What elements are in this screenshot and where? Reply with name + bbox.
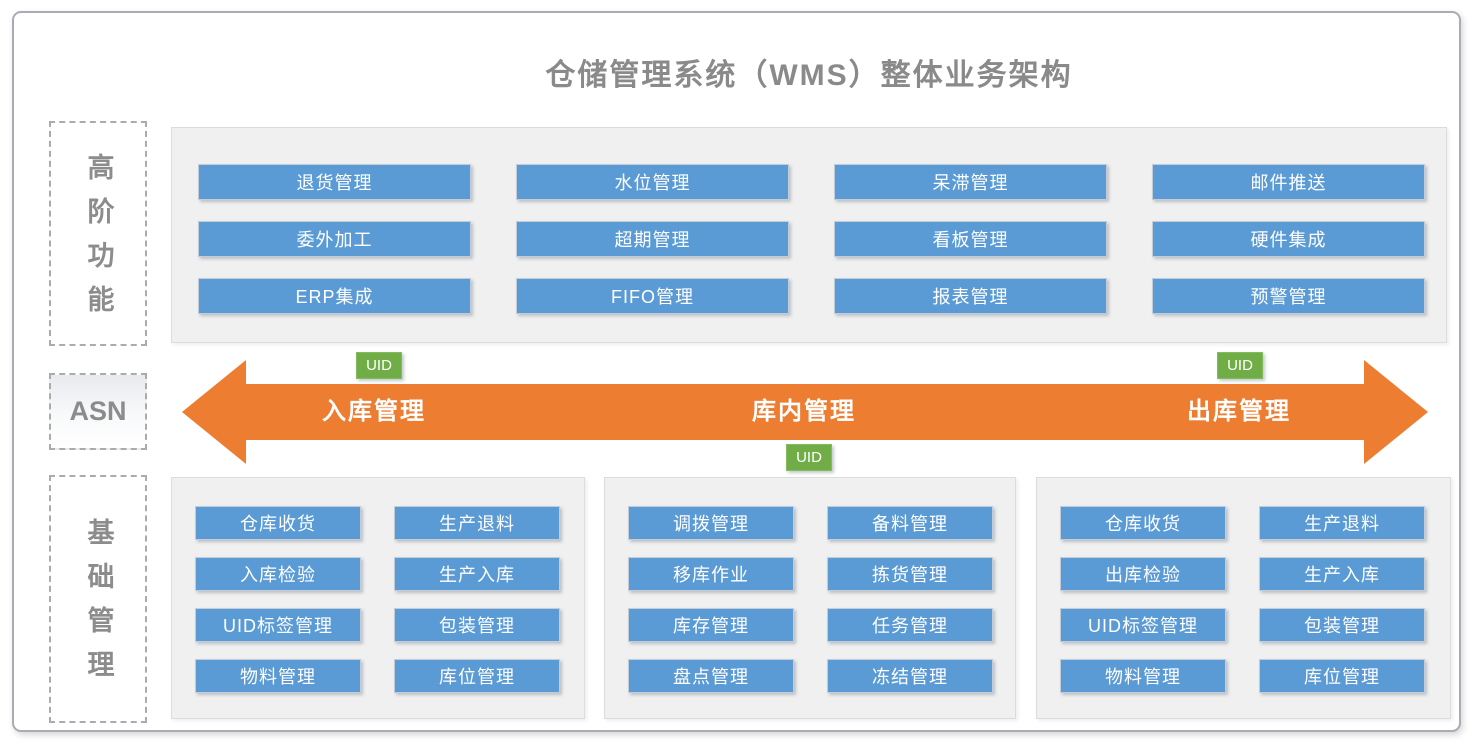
module-block: 冻结管理 bbox=[827, 659, 993, 693]
module-block: 任务管理 bbox=[827, 608, 993, 642]
module-block: 生产退料 bbox=[394, 506, 560, 540]
module-block: FIFO管理 bbox=[516, 278, 789, 314]
module-block: 邮件推送 bbox=[1152, 164, 1425, 200]
side-label-asn-text: ASN bbox=[69, 396, 127, 426]
module-block: 出库检验 bbox=[1060, 557, 1226, 591]
diagram-title: 仓储管理系统（WMS）整体业务架构 bbox=[545, 59, 1073, 92]
module-block: 仓库收货 bbox=[195, 506, 361, 540]
base-panel-outbound: 仓库收货 生产退料 出库检验 生产入库 UID标签管理 包装管理 物料管理 库位… bbox=[1036, 477, 1451, 719]
module-block: 报表管理 bbox=[834, 278, 1107, 314]
uid-badge: UID bbox=[1217, 352, 1263, 379]
module-block: 水位管理 bbox=[516, 164, 789, 200]
module-block: 盘点管理 bbox=[628, 659, 794, 693]
module-block: 生产退料 bbox=[1259, 506, 1425, 540]
module-block: 预警管理 bbox=[1152, 278, 1425, 314]
module-block: 看板管理 bbox=[834, 221, 1107, 257]
module-block: 包装管理 bbox=[1259, 608, 1425, 642]
module-block: 生产入库 bbox=[1259, 557, 1425, 591]
module-block: 仓库收货 bbox=[1060, 506, 1226, 540]
base-panel-inbound: 仓库收货 生产退料 入库检验 生产入库 UID标签管理 包装管理 物料管理 库位… bbox=[171, 477, 585, 719]
base-panel-in-warehouse: 调拨管理 备料管理 移库作业 拣货管理 库存管理 任务管理 盘点管理 冻结管理 bbox=[604, 477, 1016, 719]
module-block: UID标签管理 bbox=[1060, 608, 1226, 642]
module-block: 超期管理 bbox=[516, 221, 789, 257]
side-label-base-management: 基础管理 bbox=[49, 475, 147, 723]
side-label-advanced-functions-text: 高阶功能 bbox=[83, 152, 114, 329]
diagram-frame: 仓储管理系统（WMS）整体业务架构 高阶功能 ASN 基础管理 退货管理 水位管… bbox=[12, 11, 1461, 732]
module-block: ERP集成 bbox=[198, 278, 471, 314]
module-block: 包装管理 bbox=[394, 608, 560, 642]
advanced-functions-panel: 退货管理 水位管理 呆滞管理 邮件推送 委外加工 超期管理 看板管理 硬件集成 … bbox=[171, 127, 1447, 343]
module-block: 备料管理 bbox=[827, 506, 993, 540]
uid-badge: UID bbox=[356, 352, 402, 379]
module-block: 呆滞管理 bbox=[834, 164, 1107, 200]
uid-badge: UID bbox=[786, 444, 832, 471]
module-block: 退货管理 bbox=[198, 164, 471, 200]
module-block: 库位管理 bbox=[1259, 659, 1425, 693]
arrow-segment-outbound: 出库管理 bbox=[1187, 398, 1291, 425]
module-block: UID标签管理 bbox=[195, 608, 361, 642]
arrow-segment-inbound: 入库管理 bbox=[322, 398, 426, 425]
module-block: 库存管理 bbox=[628, 608, 794, 642]
side-label-base-management-text: 基础管理 bbox=[83, 518, 114, 694]
module-block: 硬件集成 bbox=[1152, 221, 1425, 257]
module-block: 入库检验 bbox=[195, 557, 361, 591]
module-block: 库位管理 bbox=[394, 659, 560, 693]
module-block: 委外加工 bbox=[198, 221, 471, 257]
module-block: 物料管理 bbox=[1060, 659, 1226, 693]
module-block: 物料管理 bbox=[195, 659, 361, 693]
side-label-advanced-functions: 高阶功能 bbox=[49, 121, 147, 346]
side-label-asn: ASN bbox=[49, 373, 147, 450]
module-block: 生产入库 bbox=[394, 557, 560, 591]
module-block: 拣货管理 bbox=[827, 557, 993, 591]
process-flow-arrow bbox=[182, 360, 1428, 464]
module-block: 调拨管理 bbox=[628, 506, 794, 540]
arrow-segment-in-warehouse: 库内管理 bbox=[752, 398, 856, 425]
module-block: 移库作业 bbox=[628, 557, 794, 591]
